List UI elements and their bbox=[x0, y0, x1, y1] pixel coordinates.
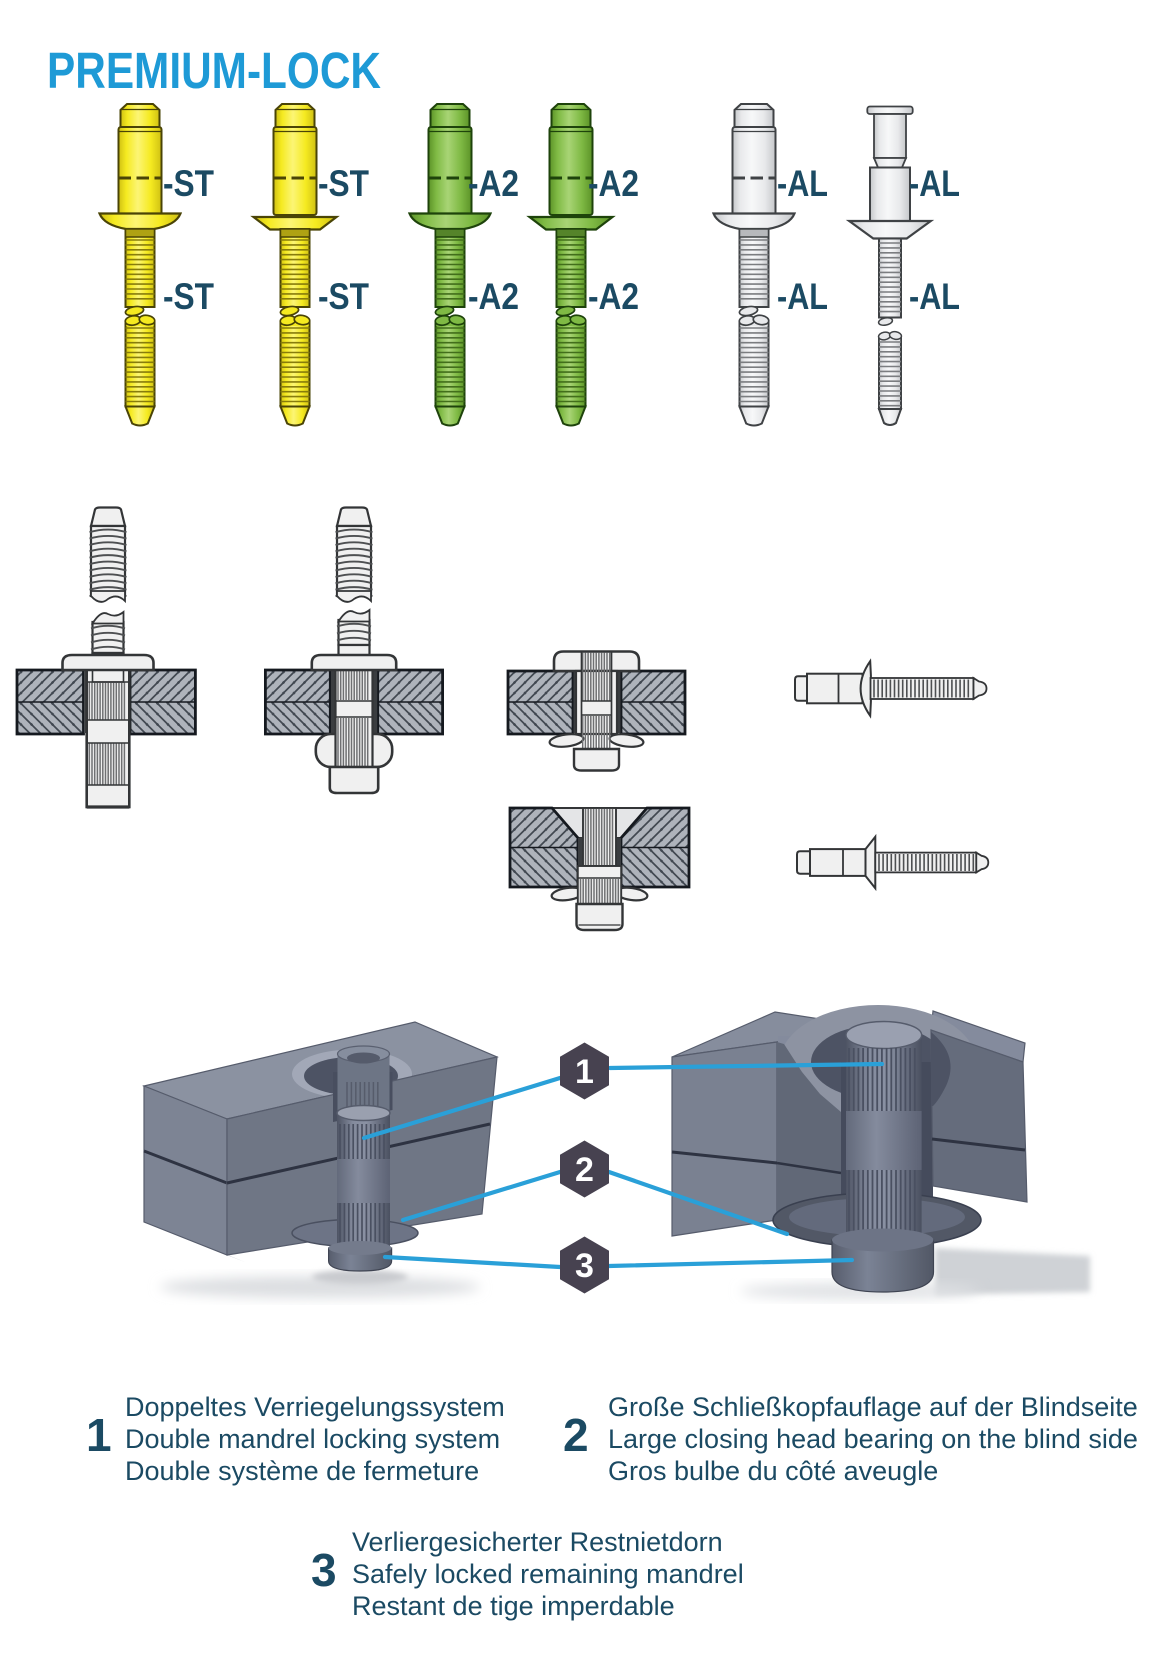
svg-text:Doppeltes Verriegelungssystem: Doppeltes Verriegelungssystem bbox=[125, 1392, 505, 1422]
svg-text:-A2: -A2 bbox=[588, 276, 639, 317]
svg-text:1: 1 bbox=[575, 1053, 594, 1091]
svg-text:Verliergesicherter Restnietdor: Verliergesicherter Restnietdorn bbox=[352, 1527, 723, 1557]
svg-text:-AL: -AL bbox=[909, 163, 960, 204]
svg-text:-ST: -ST bbox=[318, 163, 369, 204]
svg-text:Large closing head bearing on: Large closing head bearing on the blind … bbox=[608, 1424, 1138, 1454]
svg-text:-AL: -AL bbox=[777, 163, 828, 204]
svg-text:-ST: -ST bbox=[163, 276, 214, 317]
svg-text:PREMIUM-LOCK: PREMIUM-LOCK bbox=[47, 42, 381, 99]
svg-text:-A2: -A2 bbox=[588, 163, 639, 204]
svg-text:-AL: -AL bbox=[909, 276, 960, 317]
svg-text:Safely locked remaining mandre: Safely locked remaining mandrel bbox=[352, 1559, 744, 1589]
svg-text:Restant de tige imperdable: Restant de tige imperdable bbox=[352, 1591, 675, 1621]
svg-text:1: 1 bbox=[86, 1409, 112, 1461]
svg-text:3: 3 bbox=[311, 1544, 337, 1596]
svg-text:Double mandrel locking system: Double mandrel locking system bbox=[125, 1424, 500, 1454]
svg-text:-A2: -A2 bbox=[468, 276, 519, 317]
svg-text:2: 2 bbox=[575, 1151, 594, 1189]
svg-text:2: 2 bbox=[563, 1409, 589, 1461]
svg-text:Große Schließkopfauflage auf d: Große Schließkopfauflage auf der Blindse… bbox=[608, 1392, 1138, 1422]
svg-text:-AL: -AL bbox=[777, 276, 828, 317]
svg-text:Double système de fermeture: Double système de fermeture bbox=[125, 1456, 479, 1486]
svg-text:-ST: -ST bbox=[163, 163, 214, 204]
svg-text:-A2: -A2 bbox=[468, 163, 519, 204]
svg-text:Gros bulbe du côté aveugle: Gros bulbe du côté aveugle bbox=[608, 1456, 938, 1486]
svg-text:3: 3 bbox=[575, 1247, 594, 1285]
svg-text:-ST: -ST bbox=[318, 276, 369, 317]
